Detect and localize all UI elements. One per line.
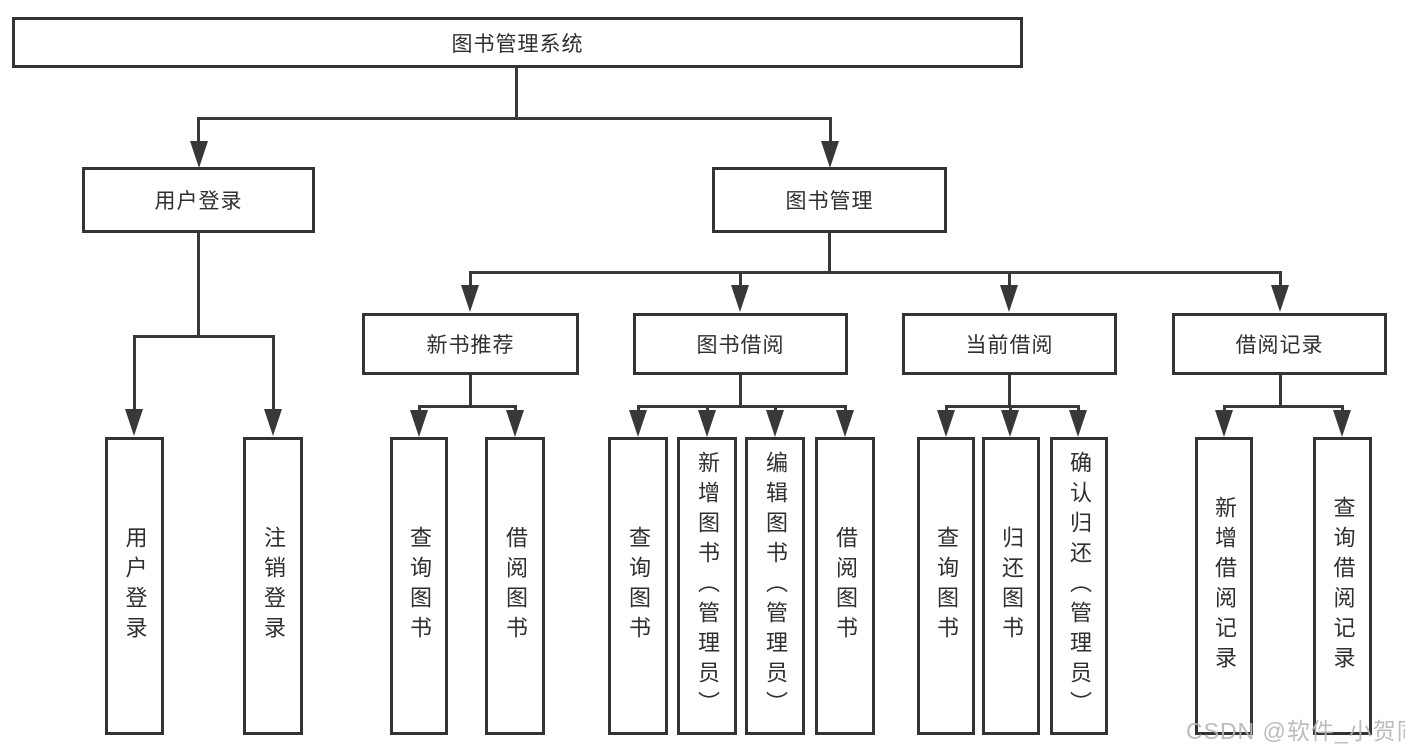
leaf-cb-return-books: 归还图书 bbox=[982, 437, 1040, 735]
leaf-nbr-borrow-books: 借阅图书 bbox=[485, 437, 545, 735]
connector-arrowhead bbox=[766, 410, 784, 437]
connector-arrowhead bbox=[1000, 285, 1018, 312]
leaf-logout-label: 注销登录 bbox=[261, 526, 286, 646]
node-current-borrowing: 当前借阅 bbox=[902, 313, 1117, 375]
connector-arrowhead bbox=[1215, 410, 1233, 437]
leaf-cb-confirm-return-admin: 确认归还（管理员） bbox=[1050, 437, 1108, 735]
connector-line bbox=[739, 271, 742, 289]
connector-line bbox=[197, 117, 831, 120]
connector-line bbox=[945, 405, 1080, 408]
leaf-bb-query-books-label: 查询图书 bbox=[626, 526, 651, 646]
connector-arrowhead bbox=[698, 410, 716, 437]
connector-line bbox=[469, 375, 472, 405]
connector-arrowhead bbox=[506, 410, 524, 437]
leaf-bb-edit-books-admin-label: 编辑图书（管理员） bbox=[763, 451, 788, 721]
connector-line bbox=[197, 117, 200, 145]
connector-line bbox=[515, 68, 518, 117]
leaf-cb-confirm-return-admin-label: 确认归还（管理员） bbox=[1067, 451, 1092, 721]
connector-arrowhead bbox=[821, 141, 839, 168]
connector-arrowhead bbox=[461, 285, 479, 312]
leaf-cb-query-books: 查询图书 bbox=[917, 437, 975, 735]
connector-line bbox=[469, 271, 1282, 274]
connector-line bbox=[1279, 375, 1282, 405]
connector-line bbox=[418, 405, 517, 408]
connector-arrowhead bbox=[937, 410, 955, 437]
leaf-user-login-label: 用户登录 bbox=[122, 526, 148, 646]
leaf-nbr-query-books: 查询图书 bbox=[390, 437, 448, 735]
connector-line bbox=[272, 335, 275, 413]
leaf-nbr-query-books-label: 查询图书 bbox=[407, 526, 432, 646]
node-book-management: 图书管理 bbox=[712, 167, 947, 233]
node-user-login: 用户登录 bbox=[82, 167, 315, 233]
leaf-logout: 注销登录 bbox=[243, 437, 303, 735]
connector-line bbox=[197, 233, 200, 335]
leaf-bb-borrow-books: 借阅图书 bbox=[815, 437, 875, 735]
connector-arrowhead bbox=[264, 409, 282, 436]
connector-line bbox=[133, 335, 136, 413]
connector-arrowhead bbox=[836, 410, 854, 437]
leaf-br-add-record-label: 新增借阅记录 bbox=[1212, 496, 1237, 676]
node-book-borrowing-label: 图书借阅 bbox=[696, 334, 785, 357]
connector-line bbox=[1008, 271, 1011, 289]
leaf-cb-return-books-label: 归还图书 bbox=[999, 526, 1024, 646]
connector-line bbox=[469, 271, 472, 289]
node-book-management-label: 图书管理 bbox=[785, 190, 874, 213]
leaf-bb-add-books-admin: 新增图书（管理员） bbox=[677, 437, 737, 735]
connector-arrowhead bbox=[125, 409, 143, 436]
leaf-br-query-record: 查询借阅记录 bbox=[1313, 437, 1372, 735]
leaf-bb-add-books-admin-label: 新增图书（管理员） bbox=[695, 451, 720, 721]
node-borrowing-records: 借阅记录 bbox=[1172, 313, 1387, 375]
leaf-br-query-record-label: 查询借阅记录 bbox=[1330, 496, 1356, 676]
connector-line bbox=[1008, 375, 1011, 405]
connector-line bbox=[133, 335, 275, 338]
node-user-login-label: 用户登录 bbox=[154, 190, 243, 213]
leaf-br-add-record: 新增借阅记录 bbox=[1195, 437, 1253, 735]
node-library-system-label: 图书管理系统 bbox=[451, 32, 584, 56]
connector-arrowhead bbox=[190, 141, 208, 168]
connector-arrowhead bbox=[410, 410, 428, 437]
node-new-book-recommend-label: 新书推荐 bbox=[426, 334, 515, 357]
csdn-watermark: CSDN @软件_小贺同学 bbox=[1186, 718, 1405, 744]
leaf-bb-query-books: 查询图书 bbox=[608, 437, 668, 735]
connector-arrowhead bbox=[1333, 410, 1351, 437]
connector-line bbox=[739, 375, 742, 405]
connector-line bbox=[829, 117, 832, 145]
node-borrowing-records-label: 借阅记录 bbox=[1235, 334, 1324, 357]
node-book-borrowing: 图书借阅 bbox=[633, 313, 848, 375]
leaf-bb-borrow-books-label: 借阅图书 bbox=[833, 526, 858, 646]
connector-line bbox=[637, 405, 847, 408]
connector-line bbox=[828, 233, 831, 271]
leaf-nbr-borrow-books-label: 借阅图书 bbox=[503, 526, 528, 646]
leaf-bb-edit-books-admin: 编辑图书（管理员） bbox=[745, 437, 805, 735]
connector-line bbox=[1223, 405, 1344, 408]
node-new-book-recommend: 新书推荐 bbox=[362, 313, 579, 375]
connector-arrowhead bbox=[1001, 410, 1019, 437]
connector-arrowhead bbox=[629, 410, 647, 437]
leaf-user-login: 用户登录 bbox=[105, 437, 164, 735]
connector-arrowhead bbox=[1271, 285, 1289, 312]
leaf-cb-query-books-label: 查询图书 bbox=[934, 526, 959, 646]
node-library-system: 图书管理系统 bbox=[12, 17, 1023, 68]
connector-arrowhead bbox=[1069, 410, 1087, 437]
connector-arrowhead bbox=[731, 285, 749, 312]
connector-line bbox=[1279, 271, 1282, 289]
node-current-borrowing-label: 当前借阅 bbox=[965, 334, 1054, 357]
